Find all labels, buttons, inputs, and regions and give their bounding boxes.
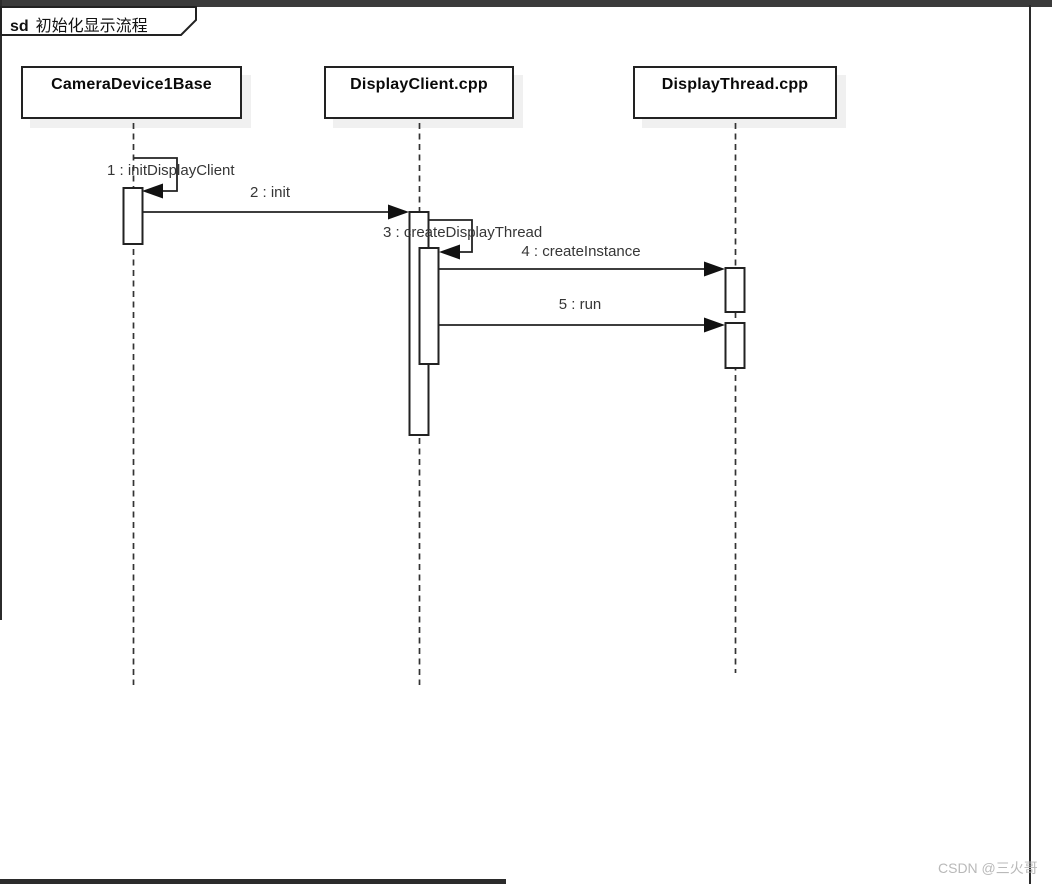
lifeline-name: DisplayThread.cpp: [661, 76, 809, 93]
message-1-arrowhead: [142, 183, 163, 199]
frame-label-tab: [0, 6, 197, 36]
message-5-arrowhead: [704, 317, 725, 333]
lifeline-name: CameraDevice1Base: [51, 76, 212, 93]
message-3-arrowhead: [439, 244, 460, 260]
message-4-arrowhead: [704, 261, 725, 277]
frame-label-pentagon: [0, 6, 197, 36]
activation-bar-cameradevice1base: [122, 187, 144, 245]
activation-bar-displaythread-1: [724, 267, 746, 313]
message-1-label: 1 : initDisplayClient: [107, 162, 235, 179]
frame-bottom-edge: [0, 879, 506, 884]
message-3-label: 3 : createDisplayThread: [383, 224, 543, 241]
lifeline-name: DisplayClient.cpp: [350, 76, 488, 93]
activation-bar-displayclient-outer: [408, 211, 430, 436]
activation-bar-displayclient-nested: [418, 247, 440, 365]
message-4-label: 4 : createInstance: [521, 243, 641, 260]
frame-top-edge: [0, 0, 1052, 7]
message-5-label: 5 : run: [558, 296, 602, 313]
frame-left-edge: [0, 0, 2, 620]
frame-label-text: sd 初始化显示流程: [10, 12, 200, 36]
frame-keyword: sd: [10, 18, 29, 35]
frame-title: 初始化显示流程: [35, 18, 148, 35]
activation-bar-displaythread-2: [724, 322, 746, 369]
lifeline-head-displaythread: DisplayThread.cpp: [633, 66, 837, 119]
frame-right-edge: [1029, 5, 1031, 884]
lifeline-head-displayclient: DisplayClient.cpp: [324, 66, 514, 119]
message-2-label: 2 : init: [249, 184, 291, 201]
lifeline-head-cameradevice1base: CameraDevice1Base: [21, 66, 242, 119]
watermark-text: CSDN @三火哥: [938, 860, 1038, 876]
message-2-arrowhead: [388, 204, 409, 220]
